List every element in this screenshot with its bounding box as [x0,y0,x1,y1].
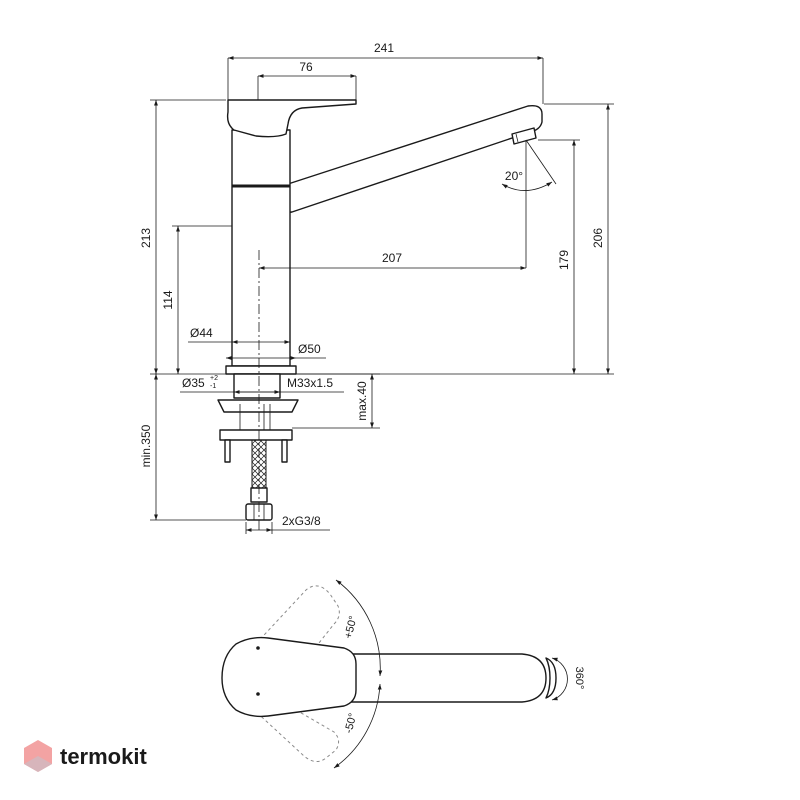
dim-outlet-height: 206 [591,228,605,248]
faucet-body [231,129,291,367]
spout [275,104,543,213]
dim-under-outlet-height: 179 [557,250,571,270]
stud-left [224,439,231,463]
handle-top [221,636,357,718]
dim-overall-width: 241 [374,41,394,55]
dim-handle-length: 76 [299,60,313,74]
rotation-label: 360° [573,667,585,690]
aerator [511,127,537,145]
mounting-plate [219,429,293,441]
dim-hole-tol-lower: -1 [210,383,216,390]
swing-arc-minus [333,683,382,769]
swing-arc-plus [335,579,383,677]
handle [226,99,357,138]
base-ring [225,365,297,375]
dim-max-thickness: max.40 [355,381,369,421]
dim-hole-diameter: Ø35 [182,376,205,390]
handle-rivet-top [256,646,260,650]
side-view: 241 76 207 20° 213 114 206 179 [139,41,614,534]
angle-plus-label: +50° [342,615,359,640]
dim-body-height: 114 [161,290,175,309]
handle-rivet-bottom [256,692,260,696]
mounting-flange [217,399,299,413]
dim-hole-tol-upper: +2 [210,375,218,382]
stud-right [281,439,288,463]
brand-watermark: termokit [24,740,147,772]
dim-spout-reach: 207 [382,251,402,265]
dim-connection: 2xG3/8 [282,514,321,528]
outlet-top [545,657,557,699]
handle-ghost-minus [251,689,340,762]
dim-body-diameter: Ø44 [190,326,213,340]
dim-base-diameter: Ø50 [298,342,321,356]
dim-thread: M33x1.5 [287,376,333,390]
dim-total-height: 213 [139,228,153,248]
angle-minus-label: -50° [343,712,360,735]
rotation-arc [551,657,568,701]
brand-name: termokit [60,744,147,769]
top-view: +50° -50° 360° [221,579,585,769]
mounting-shank [233,373,281,399]
dim-hose-length: min.350 [139,424,153,467]
dim-outlet-angle: 20° [505,169,523,183]
